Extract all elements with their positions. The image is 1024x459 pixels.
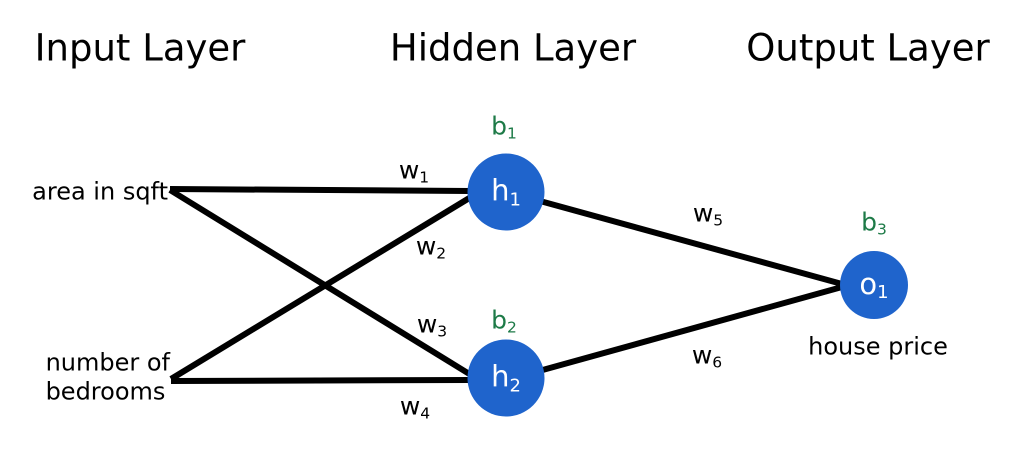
weight-w4-sub: 4	[420, 404, 431, 423]
edge-x2-h1	[169, 194, 473, 382]
edge-x1-h2	[168, 187, 473, 378]
weight-w1-sub: 1	[419, 168, 430, 187]
weight-label-w4: w4	[399, 391, 431, 423]
weight-w6-sub: 6	[712, 353, 723, 372]
hidden-node-h1-text: h1	[491, 173, 521, 209]
bias-b2-sub: 2	[507, 318, 517, 337]
o1-sub: 1	[877, 282, 889, 304]
input-label-bedrooms: number of bedrooms	[46, 349, 170, 408]
weight-w3-sub: 3	[437, 322, 448, 341]
bias-b3-sub: 3	[877, 220, 887, 239]
bias-b1-sub: 1	[507, 124, 517, 143]
weight-label-w6: w6	[691, 340, 723, 372]
weight-w2-symbol: w	[415, 231, 437, 261]
h1-sub: 1	[509, 189, 521, 211]
bias-b2-symbol: b	[491, 305, 507, 335]
edge-h2-o1	[538, 284, 843, 374]
output-label-house-price: house price	[808, 332, 948, 361]
bias-label-b3: b3	[861, 207, 887, 239]
output-node-o1[interactable]: o1	[840, 251, 908, 319]
hidden-node-h1[interactable]: h1	[467, 153, 545, 231]
input-label-bedrooms-line1: number of	[45, 348, 170, 377]
title-output-layer: Output Layer	[746, 26, 990, 70]
title-input-layer: Input Layer	[34, 26, 246, 70]
weight-label-w3: w3	[416, 309, 448, 341]
weight-w6-symbol: w	[691, 340, 713, 370]
weight-label-w1: w1	[398, 155, 430, 187]
edge-h1-o1	[539, 198, 843, 287]
bias-label-b1: b1	[491, 111, 517, 143]
output-node-o1-text: o1	[859, 266, 888, 302]
weight-w3-symbol: w	[416, 309, 438, 339]
weight-w2-sub: 2	[436, 244, 447, 263]
bias-b3-symbol: b	[861, 207, 877, 237]
weight-w5-sub: 5	[713, 211, 724, 230]
edge-x2-h2	[170, 377, 471, 384]
weight-label-w5: w5	[692, 198, 724, 230]
title-hidden-layer: Hidden Layer	[389, 26, 637, 70]
h2-symbol: h	[491, 359, 510, 394]
weight-label-w2: w2	[415, 231, 447, 263]
h2-sub: 2	[509, 375, 521, 397]
weight-w4-symbol: w	[399, 391, 421, 421]
weight-w1-symbol: w	[398, 155, 420, 185]
hidden-node-h2[interactable]: h2	[467, 339, 545, 417]
h1-symbol: h	[491, 173, 510, 208]
input-label-bedrooms-line2: bedrooms	[45, 378, 166, 406]
input-label-area: area in sqft	[32, 177, 168, 206]
bias-b1-symbol: b	[491, 111, 507, 141]
edge-x1-h1	[169, 186, 471, 194]
weight-w5-symbol: w	[692, 198, 714, 228]
hidden-node-h2-text: h2	[491, 359, 521, 395]
bias-label-b2: b2	[491, 305, 517, 337]
o1-symbol: o	[859, 266, 878, 301]
